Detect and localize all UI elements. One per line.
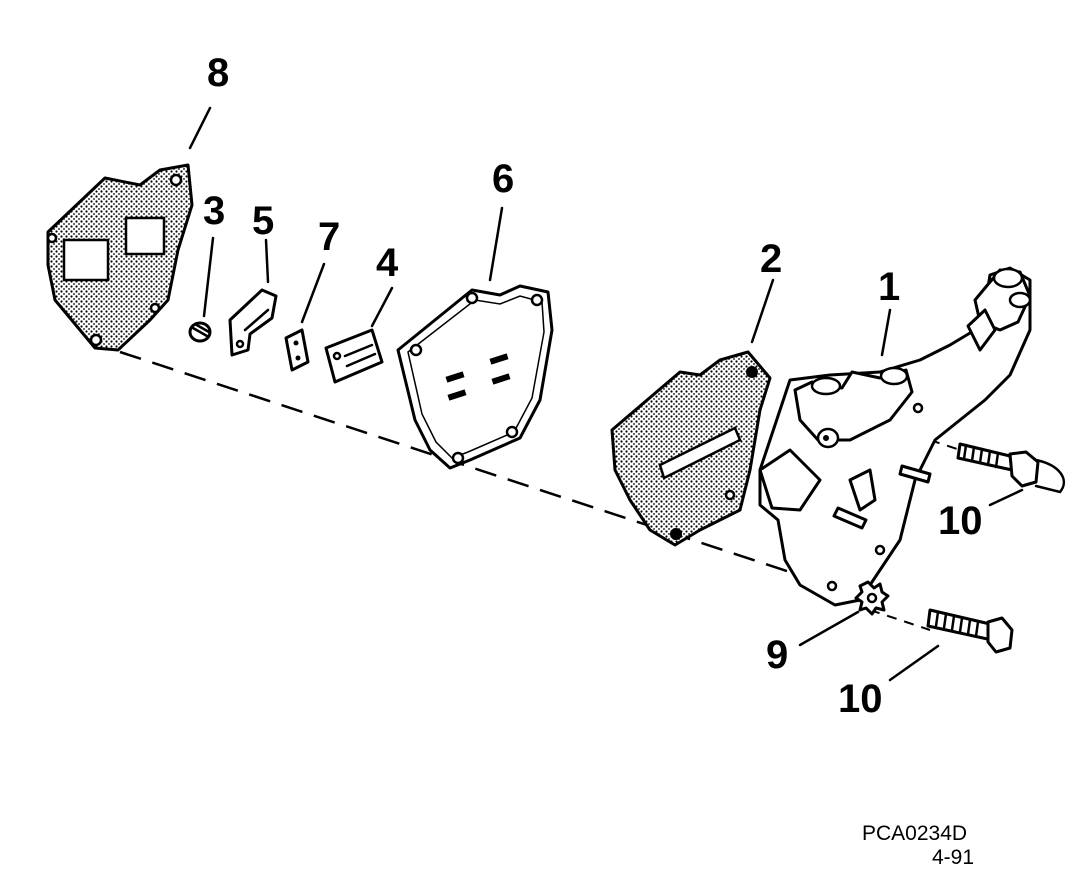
callout-7: 7	[318, 215, 340, 259]
screw-part-3	[188, 321, 212, 343]
plate-part-7	[284, 328, 310, 372]
callout-1: 1	[878, 265, 900, 309]
callout-10-lower: 10	[838, 677, 883, 721]
callout-3: 3	[203, 189, 225, 233]
callout-2: 2	[760, 237, 782, 281]
callout-4: 4	[376, 241, 399, 285]
callout-5: 5	[252, 199, 274, 243]
lock-washer-part-9	[854, 580, 890, 616]
gasket-part-2	[610, 350, 772, 547]
callout-10-upper: 10	[938, 499, 983, 543]
callout-6: 6	[492, 157, 514, 201]
reed-plate-part-6	[396, 284, 554, 470]
callout-9: 9	[766, 633, 788, 677]
drawing-code: PCA0234D	[862, 822, 967, 845]
gasket-part-8	[46, 163, 194, 352]
bolt-part-10-lower	[926, 608, 1014, 654]
callout-8: 8	[207, 51, 229, 95]
manifold-part-1	[758, 266, 1066, 607]
bolt-part-10-upper	[956, 442, 1040, 488]
reed-stop-part-5	[228, 288, 278, 357]
drawing-date: 4-91	[932, 846, 974, 869]
slotted-plate-part-4	[324, 328, 384, 384]
leader-lines	[188, 106, 1024, 682]
